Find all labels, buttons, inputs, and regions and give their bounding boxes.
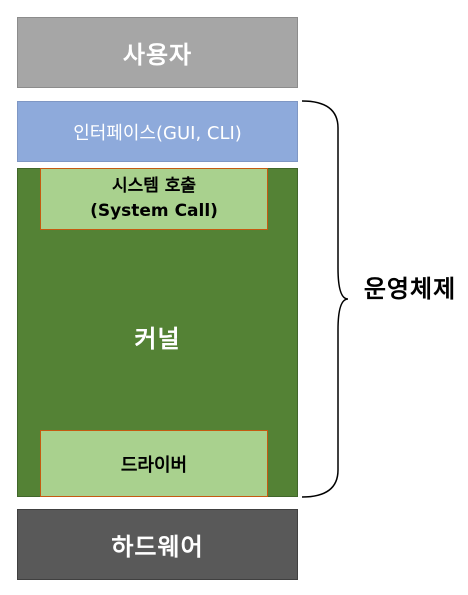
driver-label: 드라이버 (120, 454, 188, 476)
system-call-label-korean: 시스템 호출 (111, 176, 197, 196)
user-layer-box: 사용자 (17, 17, 298, 88)
user-layer-label: 사용자 (122, 41, 193, 69)
system-call-label-english: (System Call) (90, 201, 218, 221)
kernel-layer-label: 커널 (134, 325, 181, 353)
interface-layer-label: 인터페이스(GUI, CLI) (73, 122, 242, 144)
interface-layer-box: 인터페이스(GUI, CLI) (17, 101, 298, 162)
system-call-box: 시스템 호출 (System Call) (40, 168, 268, 230)
driver-box: 드라이버 (40, 430, 268, 497)
hardware-layer-label: 하드웨어 (111, 533, 204, 561)
operating-system-brace (301, 100, 349, 498)
operating-system-label: 운영체제 (363, 275, 457, 303)
hardware-layer-box: 하드웨어 (17, 509, 298, 580)
